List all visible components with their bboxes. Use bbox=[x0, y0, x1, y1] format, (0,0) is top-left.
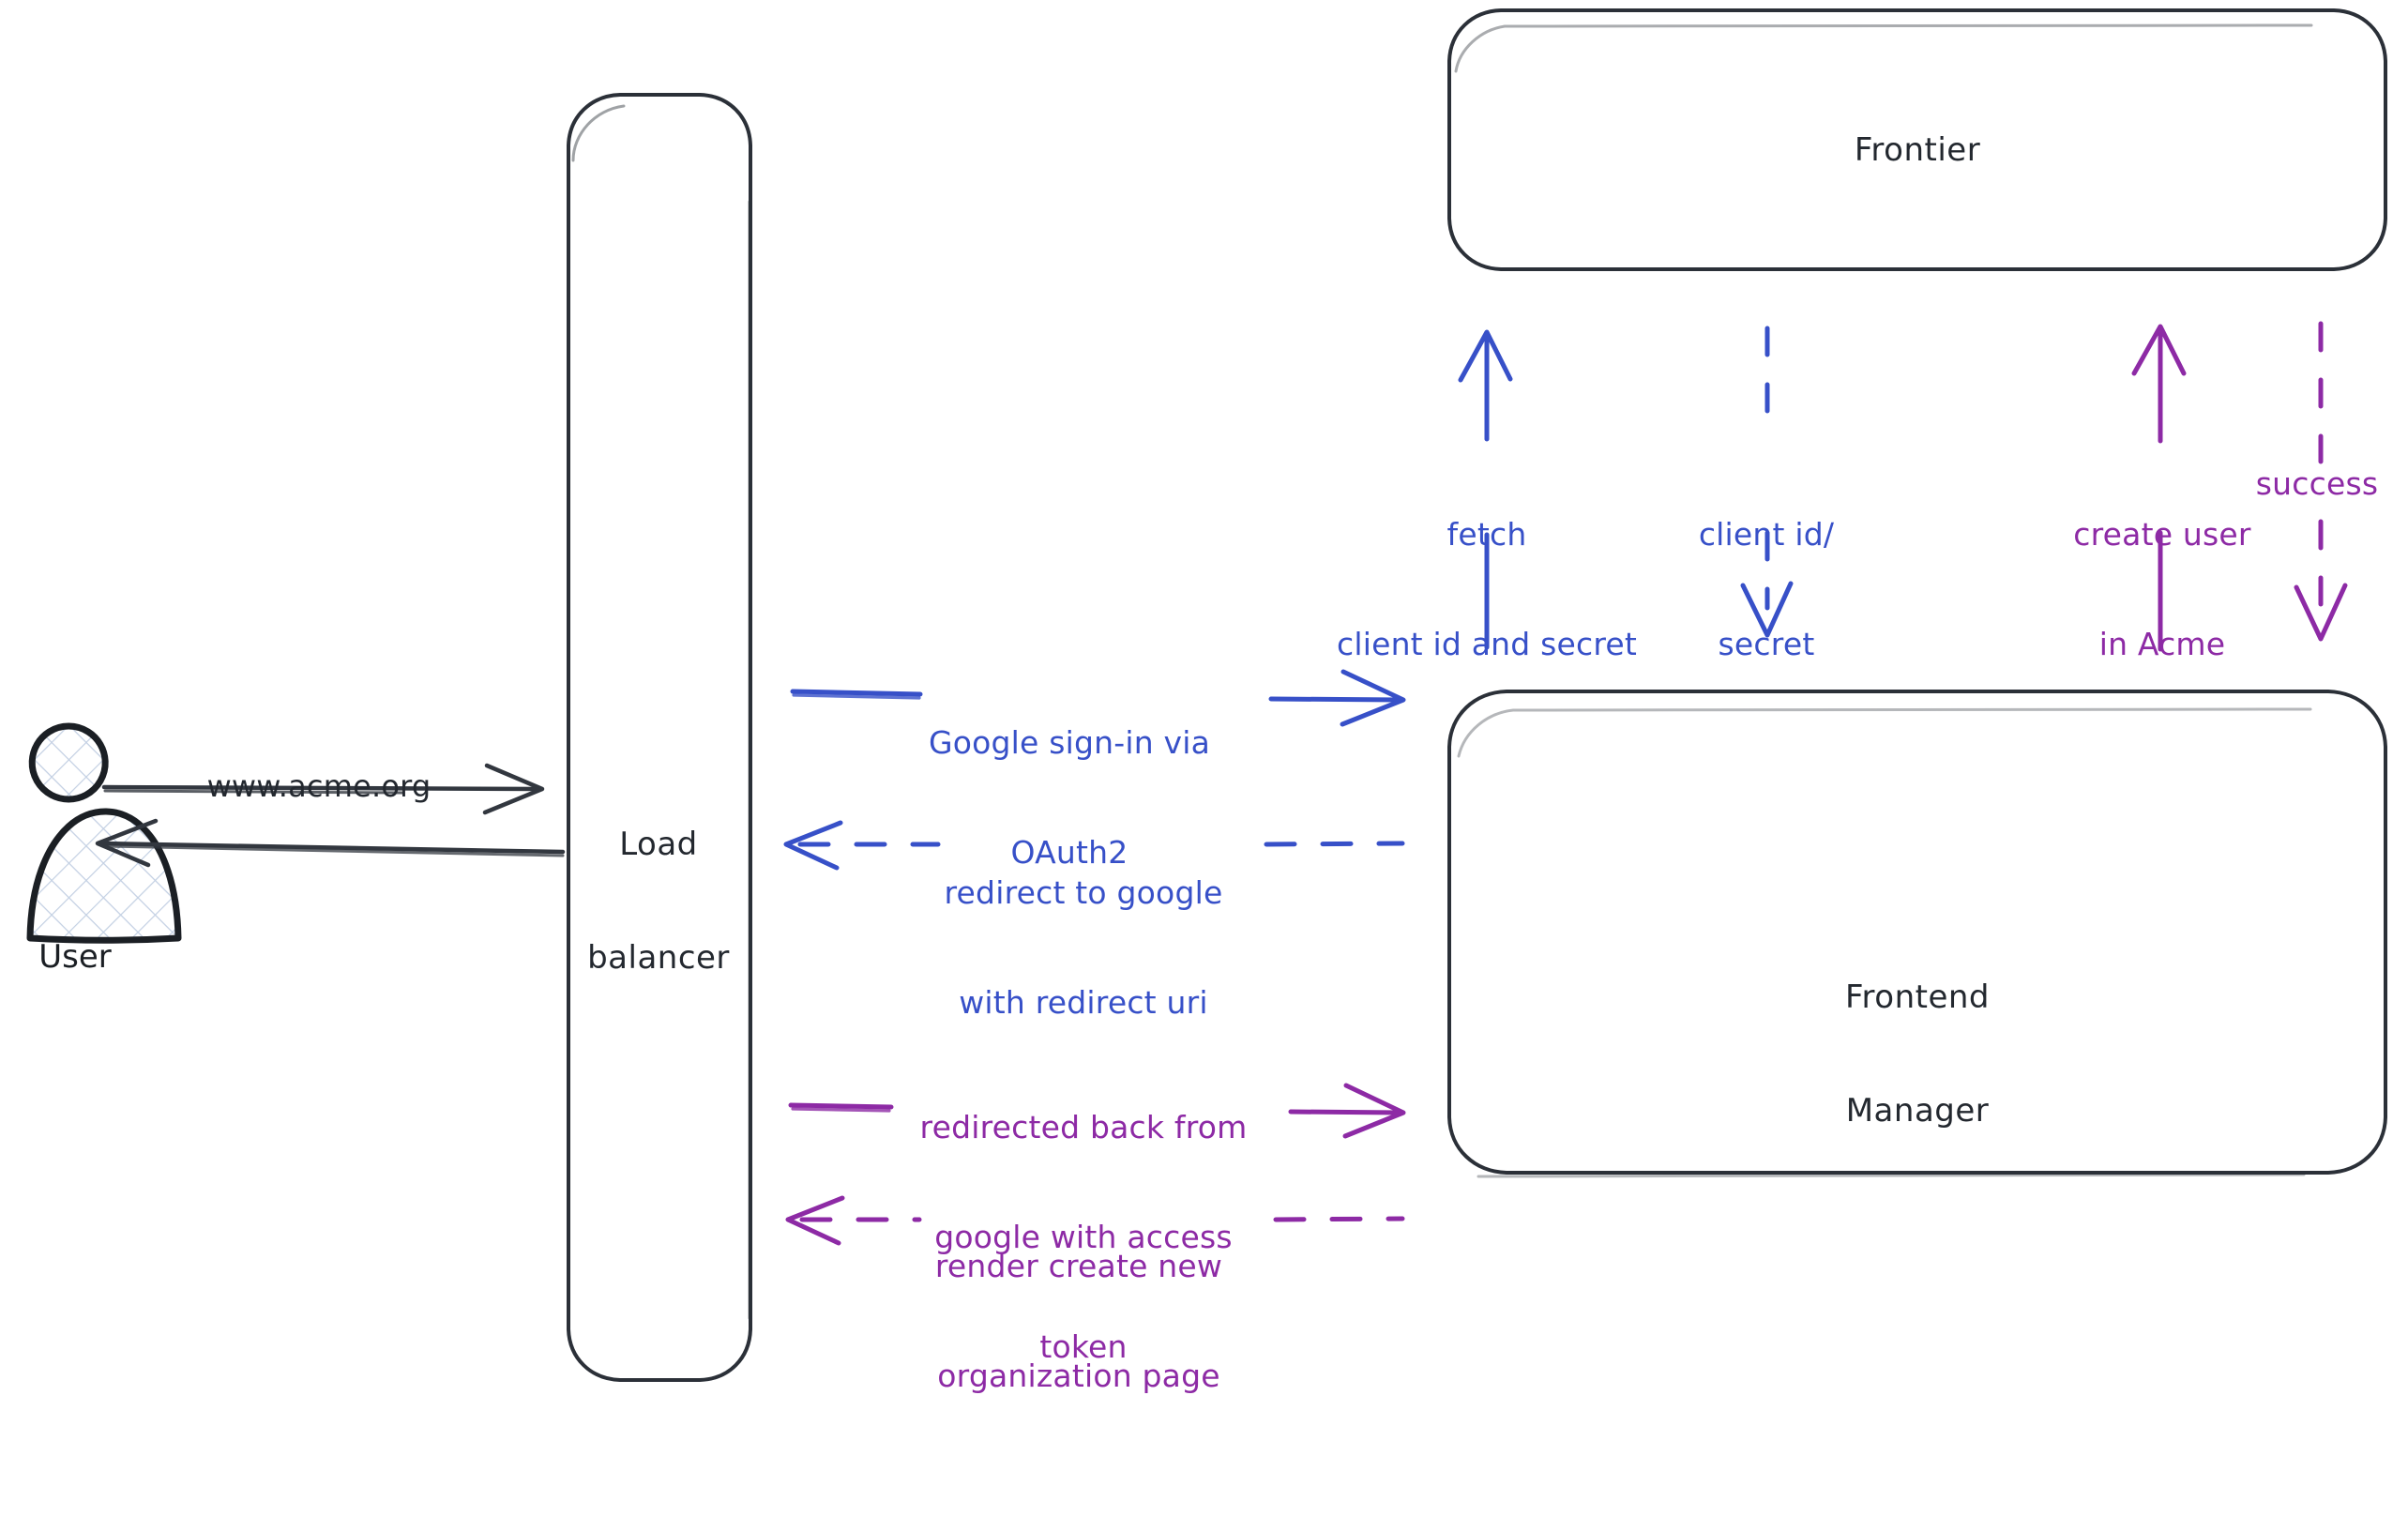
node-frontend-manager-shape[interactable] bbox=[1447, 690, 2387, 1178]
edge-user-to-lb bbox=[101, 763, 545, 815]
edge-lb-to-fm-signin bbox=[790, 669, 1406, 727]
edge-frontier-to-fm-success bbox=[2294, 321, 2348, 642]
edge-lb-to-user bbox=[95, 818, 566, 868]
edge-fm-to-lb-redirect bbox=[783, 820, 1405, 871]
edge-fm-to-frontier-fetch bbox=[1458, 329, 1513, 650]
edge-fm-to-frontier-create bbox=[2131, 324, 2187, 652]
user-actor-icon bbox=[26, 722, 182, 944]
edge-frontier-to-fm-creds bbox=[1740, 326, 1794, 638]
node-frontier-shape[interactable] bbox=[1447, 8, 2387, 271]
edge-fm-to-lb-render bbox=[785, 1195, 1405, 1246]
node-load-balancer-shape[interactable] bbox=[567, 93, 752, 1382]
edge-lb-to-fm-token bbox=[788, 1083, 1406, 1139]
